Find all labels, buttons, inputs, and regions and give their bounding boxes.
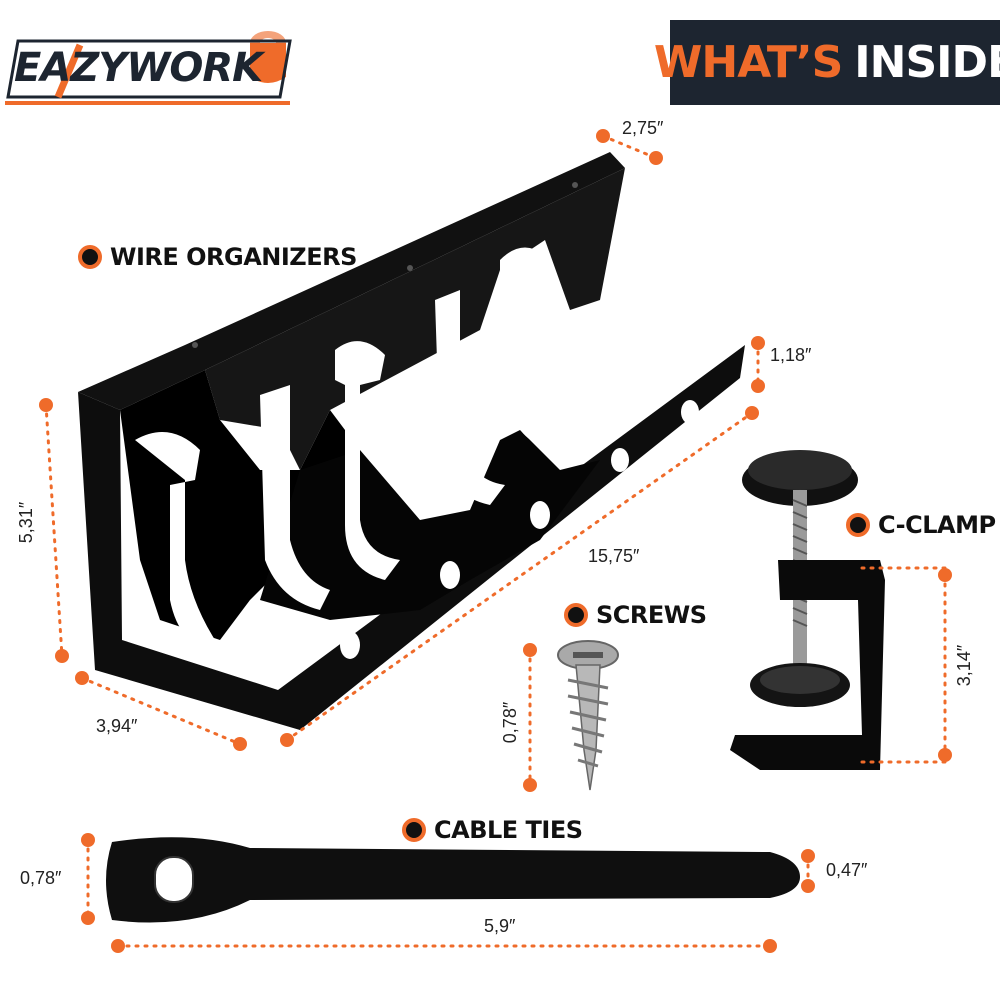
- label-text: C-CLAMP: [878, 511, 996, 539]
- logo-text: EAZYWORK: [14, 45, 263, 91]
- label-c-clamp: C-CLAMP: [846, 511, 996, 539]
- screw-image: [557, 640, 619, 791]
- c-clamp-image: [730, 450, 885, 770]
- logo-graphic: [5, 31, 292, 105]
- dim-organizer-length: 15,75″: [588, 546, 640, 566]
- cable-tie-image: [106, 837, 800, 923]
- whats-inside-banner: WHAT’S INSIDE: [654, 20, 1000, 105]
- bullet-icon: [846, 513, 870, 537]
- dim-organizer-lip: 1,18″: [770, 345, 812, 365]
- bullet-icon: [564, 603, 588, 627]
- label-text: SCREWS: [596, 601, 707, 629]
- dim-tie-width-left: 0,78″: [20, 868, 62, 888]
- label-screws: SCREWS: [564, 601, 707, 629]
- banner-word-2: INSIDE: [854, 37, 1000, 88]
- bullet-icon: [402, 818, 426, 842]
- label-text: WIRE ORGANIZERS: [110, 243, 357, 271]
- dim-tie-width-right: 0,47″: [826, 860, 868, 880]
- label-text: CABLE TIES: [434, 816, 583, 844]
- bullet-icon: [78, 245, 102, 269]
- label-wire-organizers: WIRE ORGANIZERS: [78, 243, 357, 271]
- label-cable-ties: CABLE TIES: [402, 816, 583, 844]
- dim-screw-length: 0,78″: [500, 701, 521, 744]
- dimension-lines: [44, 134, 947, 948]
- dim-organizer-height: 5,31″: [16, 501, 37, 544]
- dim-organizer-width: 2,75″: [622, 118, 664, 138]
- brand-logo: EAZYWORK: [0, 15, 300, 105]
- dim-clamp-height: 3,14″: [954, 644, 975, 687]
- wire-organizer-image: [78, 152, 745, 730]
- dim-organizer-depth: 3,94″: [96, 716, 138, 736]
- dimension-endpoints: [39, 129, 952, 953]
- banner-word-1: WHAT’S: [653, 37, 843, 88]
- dim-tie-length: 5,9″: [484, 916, 516, 936]
